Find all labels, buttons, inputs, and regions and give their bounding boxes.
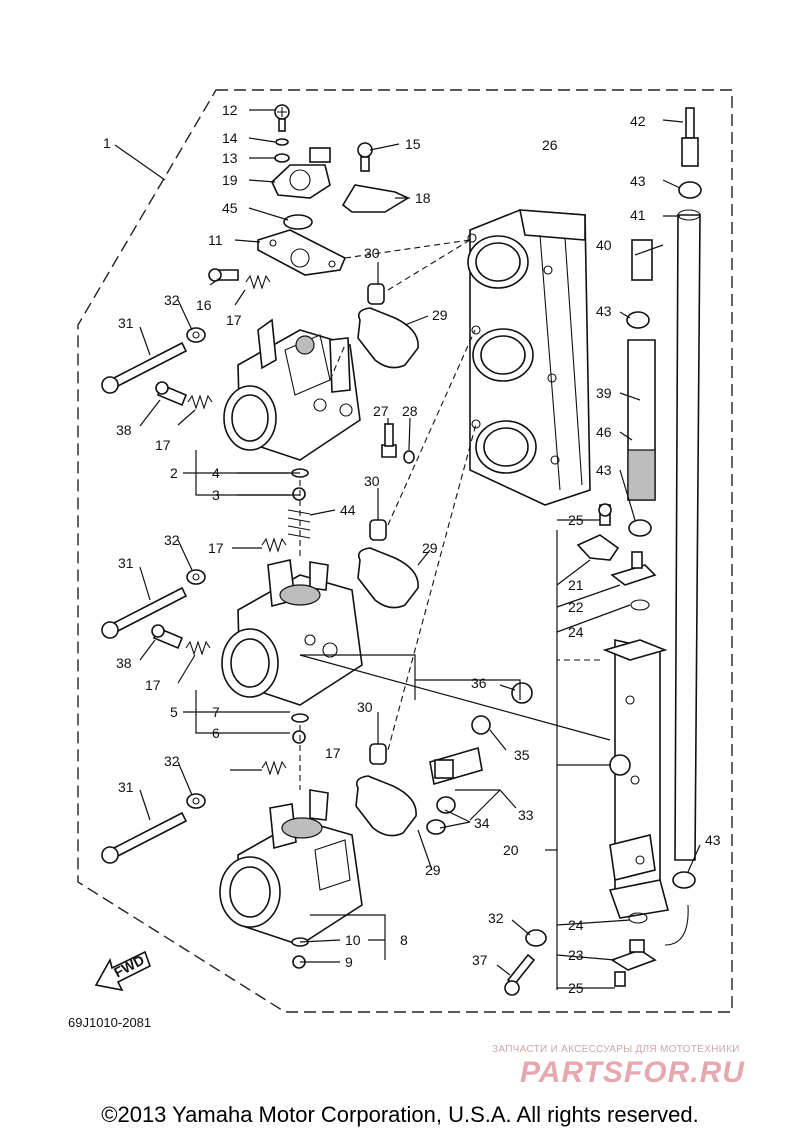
callout-16: 16	[196, 297, 212, 313]
callout-17: 17	[145, 677, 161, 693]
copyright-notice: ©2013 Yamaha Motor Corporation, U.S.A. A…	[101, 1102, 699, 1127]
callout-43: 43	[596, 303, 612, 319]
injectors	[426, 682, 533, 835]
intake-manifold	[467, 209, 591, 506]
callout-8: 8	[400, 932, 408, 948]
callout-3: 3	[212, 487, 220, 503]
fwd-arrow	[94, 950, 151, 992]
fuel-line	[626, 107, 702, 946]
callout-17: 17	[208, 540, 224, 556]
fuel-rail	[602, 639, 669, 919]
callout-29: 29	[425, 862, 441, 878]
callout-4: 4	[212, 465, 220, 481]
callout-11: 11	[208, 232, 223, 248]
callout-38: 38	[116, 655, 132, 671]
callout-labels: 1 2 3 4 5 6 7 8 9 10 11 12 13 14 15 16 1…	[103, 102, 721, 996]
callout-23: 23	[568, 947, 584, 963]
watermark-logo: PARTSFOR.RU	[520, 1056, 745, 1089]
callout-31: 31	[118, 555, 134, 571]
callout-17: 17	[155, 437, 171, 453]
throttle-body-2	[223, 318, 361, 461]
callout-6: 6	[212, 725, 220, 741]
callout-30: 30	[364, 245, 380, 261]
callout-26: 26	[542, 137, 558, 153]
callout-9: 9	[345, 954, 353, 970]
callout-43: 43	[705, 832, 721, 848]
callout-10: 10	[345, 932, 361, 948]
callout-18: 18	[415, 190, 431, 206]
callout-28: 28	[402, 403, 418, 419]
tps-assembly	[257, 104, 410, 276]
callout-12: 12	[222, 102, 238, 118]
pressure-regulator-parts	[504, 503, 657, 996]
diagram-code: 69J1010-2081	[68, 1015, 152, 1030]
callout-17: 17	[325, 745, 341, 761]
callout-5: 5	[170, 704, 178, 720]
callout-27: 27	[373, 403, 389, 419]
callout-38: 38	[116, 422, 132, 438]
callout-46: 46	[596, 424, 612, 440]
callout-25: 25	[568, 980, 584, 996]
callout-45: 45	[222, 200, 238, 216]
callout-31: 31	[118, 315, 134, 331]
gaskets	[355, 307, 419, 837]
callout-29: 29	[422, 540, 438, 556]
callout-36: 36	[471, 675, 487, 691]
callout-21: 21	[568, 577, 584, 593]
callout-35: 35	[514, 747, 530, 763]
callout-7: 7	[212, 704, 220, 720]
callout-17: 17	[226, 312, 242, 328]
callout-2: 2	[170, 465, 178, 481]
callout-43: 43	[596, 462, 612, 478]
callout-37: 37	[472, 952, 488, 968]
callout-24: 24	[568, 917, 584, 933]
callout-19: 19	[222, 172, 238, 188]
callout-25: 25	[568, 512, 584, 528]
callout-39: 39	[596, 385, 612, 401]
callout-1: 1	[103, 135, 111, 151]
callout-32: 32	[488, 910, 504, 926]
callout-13: 13	[222, 150, 238, 166]
callout-34: 34	[474, 815, 490, 831]
throttle-body-8	[219, 789, 363, 946]
callout-43: 43	[630, 173, 646, 189]
callout-30: 30	[364, 473, 380, 489]
callout-41: 41	[630, 207, 646, 223]
callout-32: 32	[164, 532, 180, 548]
callout-22: 22	[568, 599, 584, 615]
watermark-tagline: ЗАПЧАСТИ И АКСЕССУАРЫ ДЛЯ МОТОТЕХНИКИ	[492, 1044, 740, 1055]
callout-31: 31	[118, 779, 134, 795]
callout-20: 20	[503, 842, 519, 858]
callout-14: 14	[222, 130, 238, 146]
callout-40: 40	[596, 237, 612, 253]
callout-33: 33	[518, 807, 534, 823]
throttle-body-5	[221, 559, 363, 706]
callout-44: 44	[340, 502, 356, 518]
assembly-boundary	[77, 89, 733, 1013]
callout-30: 30	[357, 699, 373, 715]
leader-lines	[114, 109, 701, 990]
callout-32: 32	[164, 753, 180, 769]
callout-29: 29	[432, 307, 448, 323]
callout-15: 15	[405, 136, 421, 152]
fasteners	[101, 268, 415, 969]
callout-24: 24	[568, 624, 584, 640]
callout-32: 32	[164, 292, 180, 308]
callout-42: 42	[630, 113, 646, 129]
exploded-parts-diagram: FWD	[77, 89, 733, 1013]
assembly-guides	[299, 239, 600, 790]
